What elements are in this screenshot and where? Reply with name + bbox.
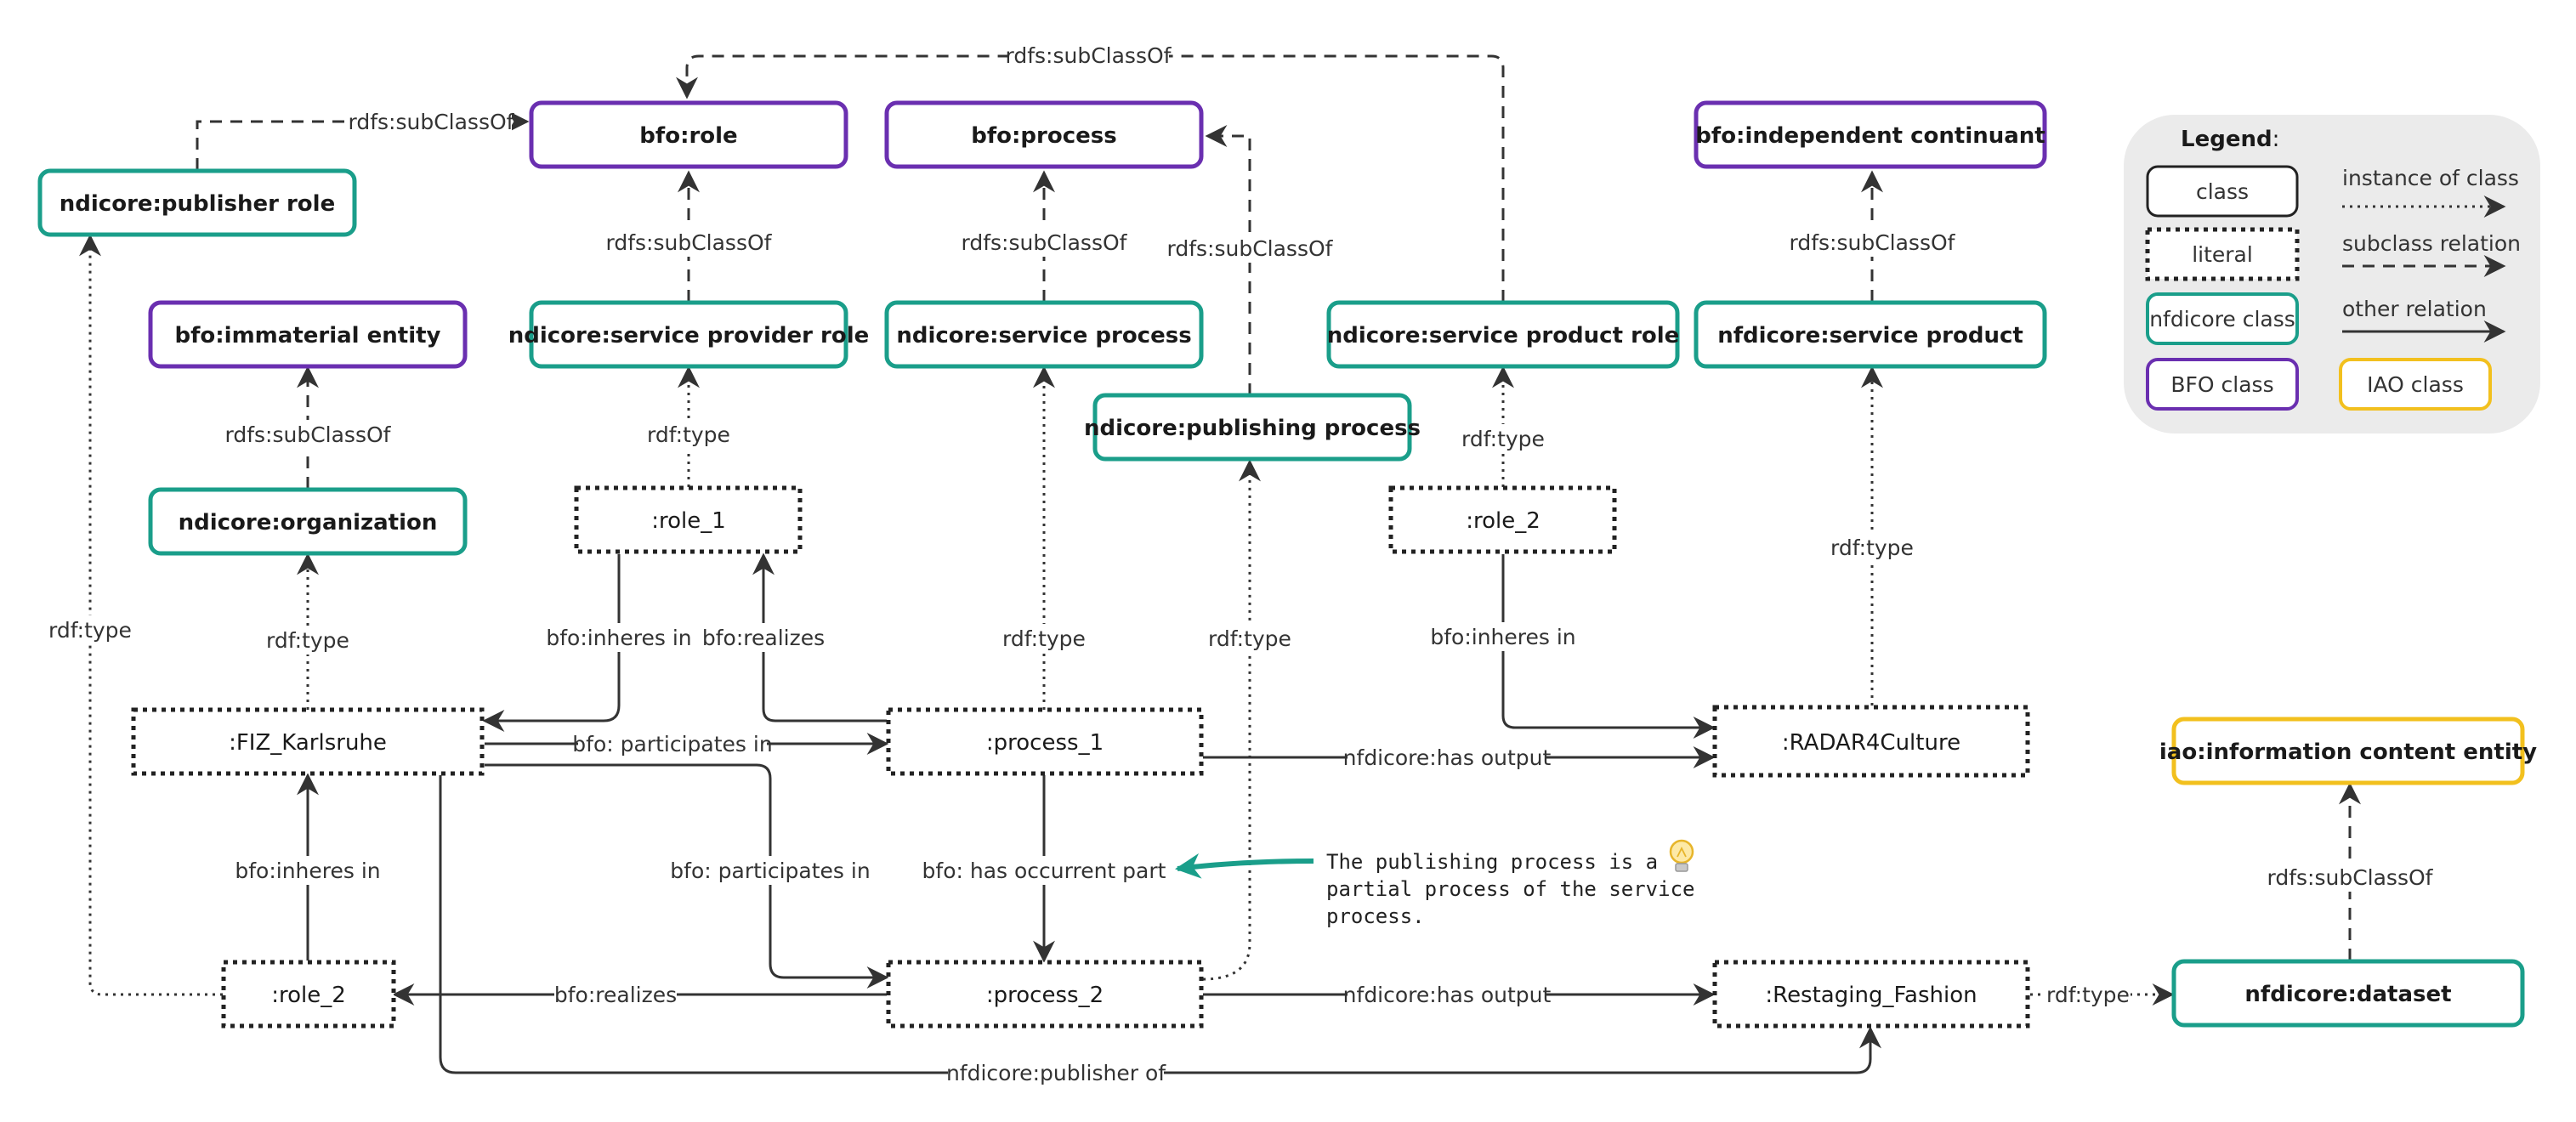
node-publishing-process (1092, 393, 1412, 462)
label-role2a-type: rdf:type (1461, 427, 1545, 451)
label-role2b-inheres-in: bfo:inheres in (235, 858, 380, 883)
legend-class-swatch (2146, 165, 2299, 218)
node-process2 (886, 960, 1204, 1028)
label-process1-type: rdf:type (1002, 626, 1086, 651)
svg-text:Legend:: Legend: (2181, 127, 2279, 152)
label-service-process-subclass: rdfs:subClassOf (962, 230, 1128, 255)
node-bfo-independent-continuant-label: bfo:independent continuant (1695, 123, 2045, 149)
legend-literal-swatch (2145, 227, 2300, 281)
node-process2-label: :process_2 (986, 983, 1104, 1008)
label-fiz-type: rdf:type (266, 628, 349, 653)
node-organization (148, 487, 468, 556)
node-radar4culture-label: :RADAR4Culture (1782, 730, 1960, 756)
label-role2b-type: rdf:type (48, 618, 132, 643)
node-role1-label: :role_1 (651, 508, 726, 534)
node-restaging-fashion-label: :Restaging_Fashion (1765, 983, 1977, 1008)
legend-instance-label: instance of class (2342, 166, 2519, 190)
node-bfo-independent-continuant (1694, 100, 2047, 169)
label-service-product-role-subclass: rdfs:subClassOf (1006, 43, 1172, 68)
node-process1 (886, 707, 1204, 776)
node-service-product-label: nfdicore:service product (1717, 323, 2023, 348)
node-service-provider-role (529, 300, 848, 369)
legend-nfdicore-label: nfdicore class (2149, 307, 2295, 332)
label-role1-inheres-in: bfo:inheres in (546, 626, 691, 650)
label-organization-subclass: rdfs:subClassOf (225, 422, 392, 447)
legend-iao-swatch (2339, 358, 2492, 411)
node-role2b-label: :role_2 (271, 983, 346, 1008)
node-service-product-role-label: ndicore:service product role (1327, 323, 1680, 348)
label-process2-has-output: nfdicore:has output (1343, 983, 1552, 1007)
node-bfo-process (884, 100, 1204, 169)
label-restaging-type: rdf:type (2046, 983, 2130, 1007)
legend-bfo-label: BFO class (2170, 372, 2273, 397)
node-role2a-label: :role_2 (1466, 508, 1540, 534)
node-restaging-fashion (1712, 960, 2030, 1028)
label-process2-realizes-role2b: bfo:realizes (554, 983, 677, 1007)
edge-process1-realizes-role1 (752, 552, 887, 722)
node-publisher-role (37, 168, 357, 237)
node-role1 (574, 485, 803, 554)
legend-bfo-swatch (2146, 358, 2299, 411)
label-process2-type: rdf:type (1208, 626, 1291, 651)
node-organization-label: ndicore:organization (179, 510, 438, 536)
node-process1-label: :process_1 (986, 730, 1104, 756)
label-fiz-participates-process1: bfo: participates in (572, 732, 772, 756)
node-radar4culture (1712, 705, 2030, 778)
node-bfo-process-label: bfo:process (971, 123, 1116, 149)
node-service-product (1694, 300, 2047, 369)
edge-role2b-type (79, 234, 223, 996)
node-iao-information-content-entity (2171, 717, 2525, 785)
label-role1-type: rdf:type (647, 422, 730, 447)
edge-service-product-role-subclass (676, 54, 1505, 302)
legend-title-colon: : (2272, 127, 2280, 152)
legend-iao-label: IAO class (2367, 372, 2464, 397)
label-publishing-process-subclass: rdfs:subClassOf (1167, 236, 1334, 261)
edge-process2-type (1202, 459, 1261, 981)
node-service-process-label: ndicore:service process (896, 323, 1191, 348)
note-line-1: The publishing process is a (1326, 850, 1658, 874)
label-fiz-participates-process2: bfo: participates in (670, 858, 870, 883)
note-line-3: process. (1326, 904, 1425, 928)
label-role2a-inheres-in: bfo:inheres in (1430, 625, 1575, 649)
label-publisher-role-subclass: rdfs:subClassOf (349, 110, 515, 134)
node-iao-information-content-entity-label: iao:information content entity (2159, 740, 2537, 765)
node-bfo-immaterial-entity-label: bfo:immaterial entity (175, 323, 441, 348)
legend-subclass-label: subclass relation (2342, 231, 2521, 256)
node-publishing-process-label: ndicore:publishing process (1084, 416, 1421, 441)
node-dataset-label: nfdicore:dataset (2244, 982, 2451, 1007)
node-service-provider-role-label: ndicore:service provider role (508, 323, 870, 348)
node-role2a (1388, 485, 1617, 554)
edge-publishing-process-subclass (1205, 125, 1251, 395)
note-line-2: partial process of the service (1326, 877, 1694, 901)
label-process1-has-occurrent-part: bfo: has occurrent part (922, 858, 1166, 883)
label-process1-has-output: nfdicore:has output (1343, 745, 1552, 770)
legend-nfdicore-swatch (2146, 292, 2299, 345)
node-fiz-karlsruhe (131, 707, 485, 776)
node-dataset (2171, 959, 2525, 1028)
node-publisher-role-label: ndicore:publisher role (60, 191, 335, 217)
label-radar-type: rdf:type (1830, 536, 1914, 560)
node-role2b (221, 960, 396, 1028)
edge-role2a-inheres-in (1501, 554, 1716, 739)
node-service-product-role (1326, 300, 1680, 369)
note-arrow (1175, 853, 1314, 879)
lightbulb-icon (1669, 839, 1694, 872)
node-fiz-karlsruhe-label: :FIZ_Karlsruhe (229, 730, 387, 756)
label-service-provider-role-subclass: rdfs:subClassOf (606, 230, 773, 255)
label-service-product-subclass: rdfs:subClassOf (1790, 230, 1956, 255)
node-service-process (884, 300, 1204, 369)
node-bfo-role (529, 100, 848, 169)
legend-class-label: class (2196, 179, 2249, 204)
legend-other-label: other relation (2342, 297, 2487, 321)
label-fiz-publisher-of: nfdicore:publisher of (946, 1061, 1166, 1085)
legend-literal-label: literal (2192, 242, 2253, 267)
edge-role1-inheres-in (482, 554, 621, 732)
legend-title: Legend (2181, 127, 2272, 152)
label-dataset-subclass: rdfs:subClassOf (2267, 865, 2434, 890)
label-process1-realizes-role1: bfo:realizes (702, 626, 825, 650)
node-bfo-immaterial-entity (148, 300, 468, 369)
node-bfo-role-label: bfo:role (639, 123, 737, 149)
